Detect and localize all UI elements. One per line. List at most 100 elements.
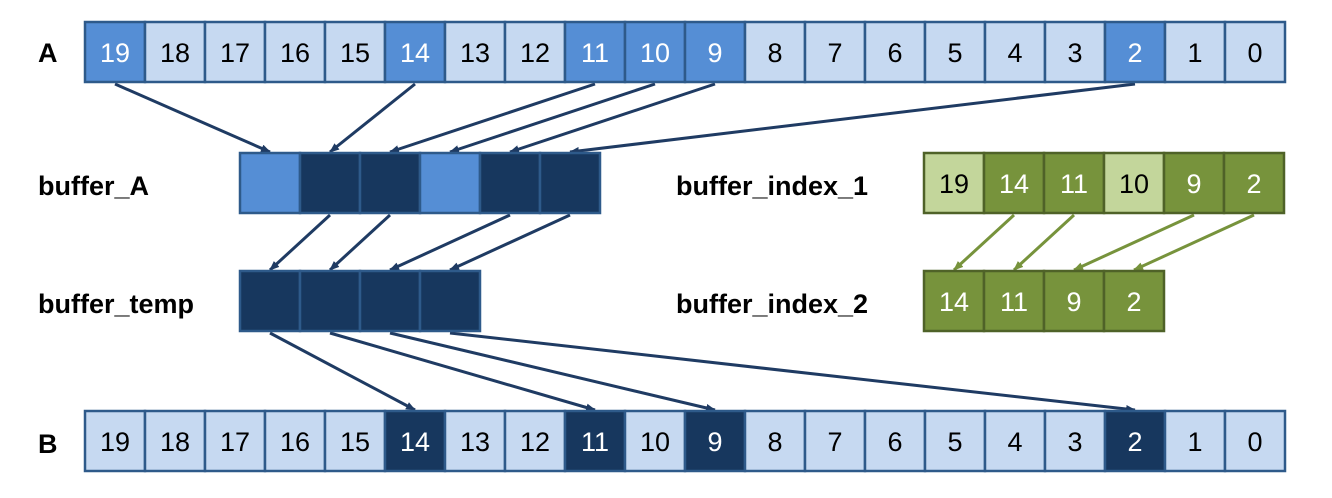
- array-b-cell-value: 0: [1247, 427, 1262, 457]
- array-a-cell-box: [503, 20, 567, 84]
- array-b-cell: 13: [443, 409, 507, 473]
- label-buffer-index-1: buffer_index_1: [676, 171, 868, 201]
- array-a-cell-box: [1223, 20, 1287, 84]
- arrow-index-1-to-index-2: [952, 213, 1016, 272]
- buffer-a-cell-box: [538, 151, 602, 215]
- array-a-cell: 19: [83, 20, 147, 84]
- array-b-cell-value: 19: [100, 427, 130, 457]
- array-b-cell-value: 14: [400, 427, 430, 457]
- array-b-cell-box: [443, 409, 507, 473]
- array-b-cell: 4: [983, 409, 1047, 473]
- array-b-cell-value: 3: [1067, 427, 1082, 457]
- buffer-temp-cell-box: [358, 269, 422, 333]
- array-a-cell: 4: [983, 20, 1047, 84]
- array-a-cell-value: 12: [520, 38, 550, 68]
- array-b-cell: 7: [803, 409, 867, 473]
- array-b-cell-value: 10: [640, 427, 670, 457]
- array-a-cell-box: [983, 20, 1047, 84]
- array-a-cell: 11: [563, 20, 627, 84]
- array-a-cell-box: [1103, 20, 1167, 84]
- array-b-cell-box: [143, 409, 207, 473]
- arrow-index-1-to-index-2: [1133, 213, 1255, 272]
- array-a-cell-value: 3: [1067, 38, 1082, 68]
- array-b-cell-box: [803, 409, 867, 473]
- buffer-index-2-cell: 14: [922, 269, 986, 333]
- buffer-index-2-cell-box: [1042, 269, 1106, 333]
- buffer-a-cell: [538, 151, 602, 215]
- array-a-cell: 18: [143, 20, 207, 84]
- array-a-cell-box: [83, 20, 147, 84]
- array-a-cell: 0: [1223, 20, 1287, 84]
- array-a-cell: 12: [503, 20, 567, 84]
- array-b-cell: 11: [563, 409, 627, 473]
- buffer-index-1-cell: 9: [1162, 151, 1226, 215]
- buffer-index-1-cell-value: 11: [1060, 169, 1088, 199]
- buffer-index-2-cell: 2: [1102, 269, 1166, 333]
- buffer-a-cell-box: [358, 151, 422, 215]
- buffer-temp-cell: [238, 269, 302, 333]
- buffer-index-1-cell-value: 9: [1186, 169, 1201, 199]
- array-a-cell-value: 9: [707, 38, 722, 68]
- label-array-a: A: [38, 38, 58, 68]
- array-b-cell: 17: [203, 409, 267, 473]
- array-b-cell-value: 2: [1127, 427, 1142, 457]
- buffer-temp-cell-box: [238, 269, 302, 333]
- arrow-buffer-a-to-buffer-temp: [268, 213, 332, 272]
- buffer-index-1-cell: 10: [1102, 151, 1166, 215]
- arrow-a-to-buffer-a: [449, 82, 656, 154]
- array-b-cell: 15: [323, 409, 387, 473]
- array-a-cell-box: [203, 20, 267, 84]
- array-a-cell-box: [263, 20, 327, 84]
- array-b-cell-box: [923, 409, 987, 473]
- array-a-cell: 1: [1163, 20, 1227, 84]
- array-a-cell-box: [1163, 20, 1227, 84]
- array-a-cell-value: 15: [340, 38, 370, 68]
- array-a-cell-box: [563, 20, 627, 84]
- array-b-cell-value: 18: [160, 427, 190, 457]
- array-b-cell-value: 9: [707, 427, 722, 457]
- array-a-cell: 7: [803, 20, 867, 84]
- array-a-cell-value: 18: [160, 38, 190, 68]
- array-a-cell-box: [923, 20, 987, 84]
- array-a-cell: 13: [443, 20, 507, 84]
- array-a-cell-value: 7: [827, 38, 842, 68]
- buffer-a-cell: [478, 151, 542, 215]
- arrow-buffer-a-to-buffer-temp: [389, 213, 511, 272]
- buffer-a-cell-box: [478, 151, 542, 215]
- buffer-a-cell-box: [238, 151, 302, 215]
- arrow-index-1-to-index-2: [1073, 213, 1195, 272]
- buffer-index-1-cell-box: [1222, 151, 1286, 215]
- buffer-a-cell: [358, 151, 422, 215]
- array-b-cell-value: 8: [767, 427, 782, 457]
- array-a-cell: 8: [743, 20, 807, 84]
- array-a-cell: 15: [323, 20, 387, 84]
- array-a-cell-box: [863, 20, 927, 84]
- arrow-buffer-temp-to-b: [269, 331, 416, 412]
- buffer-index-2-cell-value: 14: [939, 287, 969, 317]
- buffer-index-1-cell-box: [1162, 151, 1226, 215]
- array-a-cell-value: 14: [400, 38, 430, 68]
- buffer-a-cell: [418, 151, 482, 215]
- array-b-cell-value: 15: [340, 427, 370, 457]
- array-a-cell-box: [743, 20, 807, 84]
- array-b-cell: 19: [83, 409, 147, 473]
- array-a-cell: 9: [683, 20, 747, 84]
- array-a-cell-value: 10: [640, 38, 670, 68]
- array-b-cell-value: 1: [1187, 427, 1202, 457]
- buffer-index-1-cell: 2: [1222, 151, 1286, 215]
- array-b-cell: 18: [143, 409, 207, 473]
- arrow-buffer-temp-to-b: [389, 331, 716, 412]
- array-a-cell-value: 16: [280, 38, 310, 68]
- buffer-index-2-cell-box: [1102, 269, 1166, 333]
- label-buffer-a: buffer_A: [38, 171, 149, 201]
- label-array-b: B: [38, 429, 58, 459]
- array-b-cell-value: 16: [280, 427, 310, 457]
- array-b-cell: 14: [383, 409, 447, 473]
- label-buffer-temp: buffer_temp: [38, 289, 194, 319]
- buffer-index-2-cell: 11: [982, 269, 1046, 333]
- array-b-cell: 12: [503, 409, 567, 473]
- array-a-cell-value: 11: [581, 38, 609, 68]
- arrow-buffer-temp-to-b: [329, 331, 596, 412]
